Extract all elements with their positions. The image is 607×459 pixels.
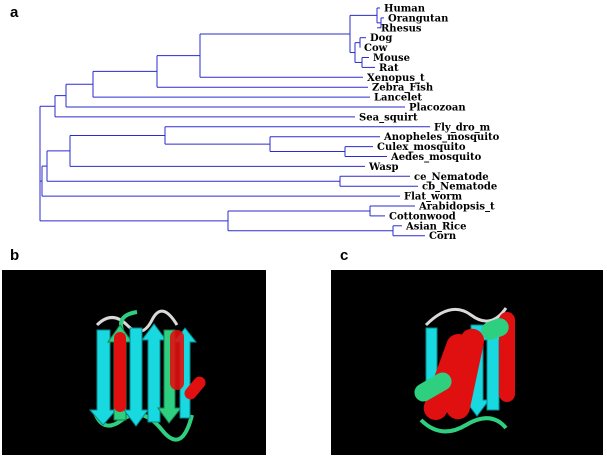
panel-label-a: a xyxy=(10,4,19,21)
tree-leaf-lancelet: Lancelet xyxy=(374,93,422,104)
tree-leaf-orangutan: Orangutan xyxy=(388,13,449,24)
helix-c xyxy=(414,312,515,421)
tree-leaf-wasp: Wasp xyxy=(368,162,398,173)
tree-leaf-rat: Rat xyxy=(379,63,399,74)
tree-leaf-flatworm: Flat_worm xyxy=(404,192,463,203)
tree-leaf-cow: Cow xyxy=(364,43,388,54)
loop-trace-c xyxy=(419,307,508,434)
tree-leaf-corn: Corn xyxy=(429,231,457,240)
tree-leaf-cottonwood: Cottonwood xyxy=(389,211,456,222)
protein-cartoon-b xyxy=(88,309,206,442)
tree-leaf-aedes: Aedes_mosquito xyxy=(390,152,482,163)
tree-leaf-rice: Asian_Rice xyxy=(405,221,467,232)
tree-leaf-human: Human xyxy=(384,4,426,15)
protein-cartoon-c xyxy=(414,307,515,434)
tree-leaf-fly: Fly_dro_m xyxy=(434,122,491,133)
tree-leaf-anopheles: Anopheles_mosquito xyxy=(383,132,500,143)
phylogenetic-tree: HumanOrangutanRhesusDogCowMouseRatXenopu… xyxy=(39,4,500,240)
tree-leaf-rhesus: Rhesus xyxy=(381,23,422,34)
tree-leaf-ce: ce_Nematode xyxy=(414,172,489,183)
helix-b xyxy=(114,330,206,412)
panel-label-b: b xyxy=(10,247,20,264)
panel-label-c: c xyxy=(340,247,349,264)
tree-leaf-arabidopsis: Arabidopsis_t xyxy=(418,202,495,213)
tree-leaf-dog: Dog xyxy=(370,33,392,44)
tree-leaf-xenopus: Xenopus_t xyxy=(367,73,425,84)
tree-leaf-placozoan: Placozoan xyxy=(409,103,466,114)
tree-leaf-culex: Culex_mosquito xyxy=(377,142,466,153)
tree-leaf-zebrafish: Zebra_Fish xyxy=(372,83,434,94)
structure-panel-b xyxy=(2,270,266,455)
structure-panel-c xyxy=(331,270,603,455)
tree-leaf-cb: cb_Nematode xyxy=(422,182,497,193)
tree-leaf-seasquirt: Sea_squirt xyxy=(359,112,418,123)
tree-leaf-mouse: Mouse xyxy=(373,53,410,64)
